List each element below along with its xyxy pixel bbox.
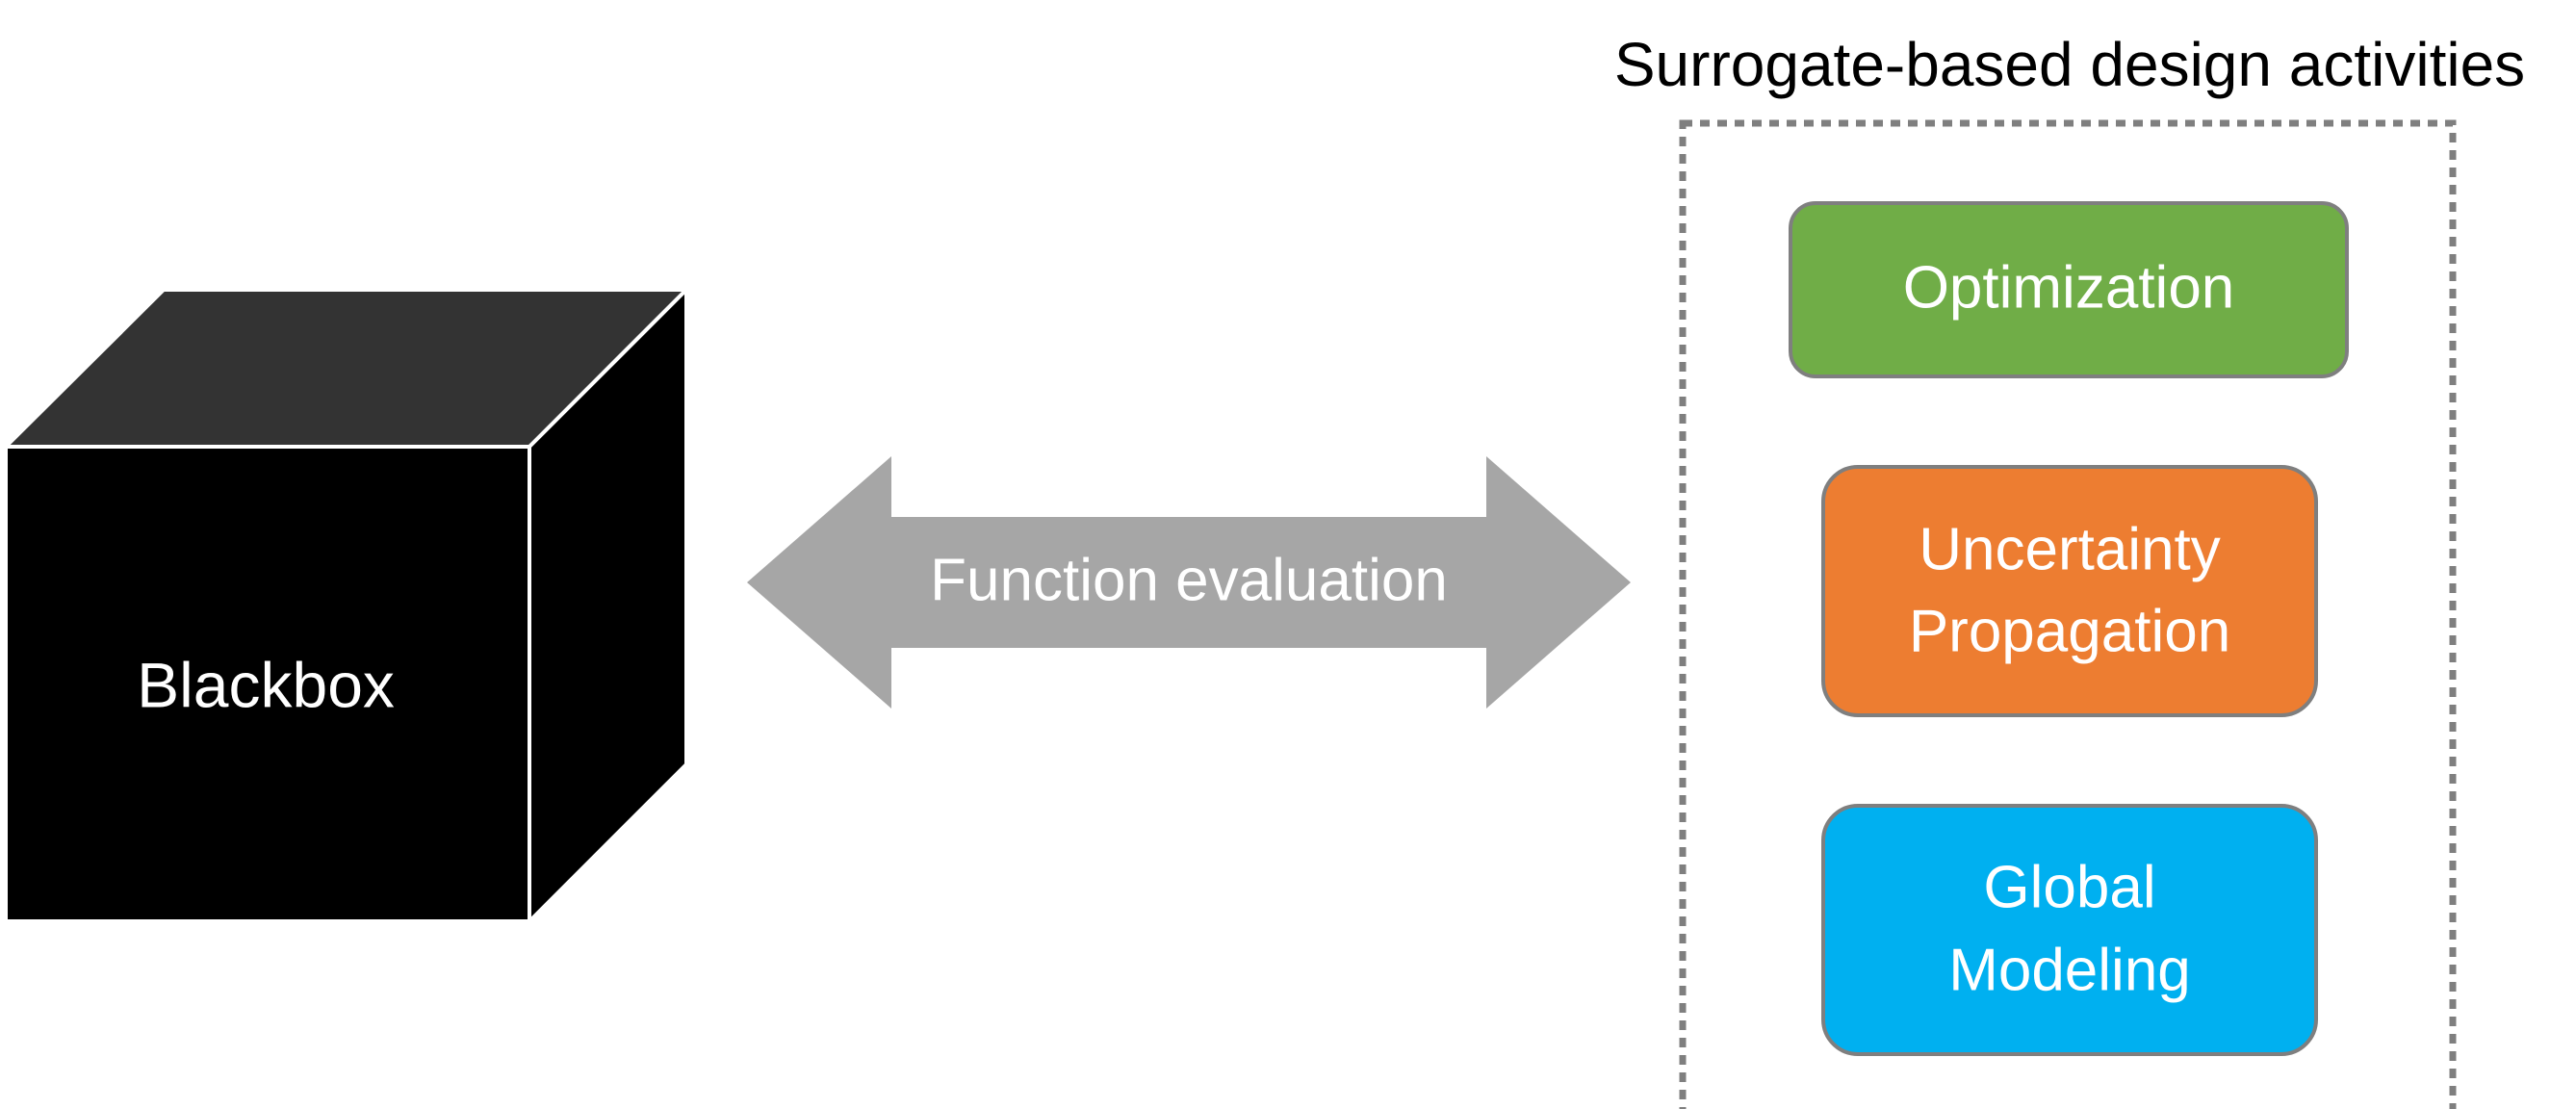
activities-group: Surrogate-based design activities Optimi…	[1614, 30, 2525, 1109]
uncertainty-label: Uncertainty	[1919, 516, 2221, 582]
cube-front-face	[4, 445, 531, 923]
function-evaluation-label: Function evaluation	[930, 547, 1448, 613]
blackbox-cube: Blackbox	[1, 285, 691, 926]
optimization-label: Optimization	[1903, 254, 2235, 321]
activity-box-global-modeling: Global Modeling	[1821, 804, 2318, 1056]
activity-box-uncertainty-propagation: Uncertainty Propagation	[1821, 465, 2318, 717]
activity-box-optimization: Optimization	[1789, 201, 2349, 378]
activities-title: Surrogate-based design activities	[1614, 30, 2525, 99]
function-evaluation-arrow: Function evaluation	[747, 456, 1631, 709]
uncertainty-propagation-box	[1821, 465, 2318, 717]
global-label: Global	[1983, 854, 2155, 920]
modeling-label: Modeling	[1948, 937, 2191, 1003]
propagation-label: Propagation	[1909, 598, 2230, 664]
optimization-box	[1789, 201, 2349, 378]
global-modeling-box	[1821, 804, 2318, 1056]
double-arrow-shape	[747, 456, 1631, 709]
blackbox-label: Blackbox	[137, 649, 395, 720]
activities-dashed-border	[1679, 119, 2457, 1109]
